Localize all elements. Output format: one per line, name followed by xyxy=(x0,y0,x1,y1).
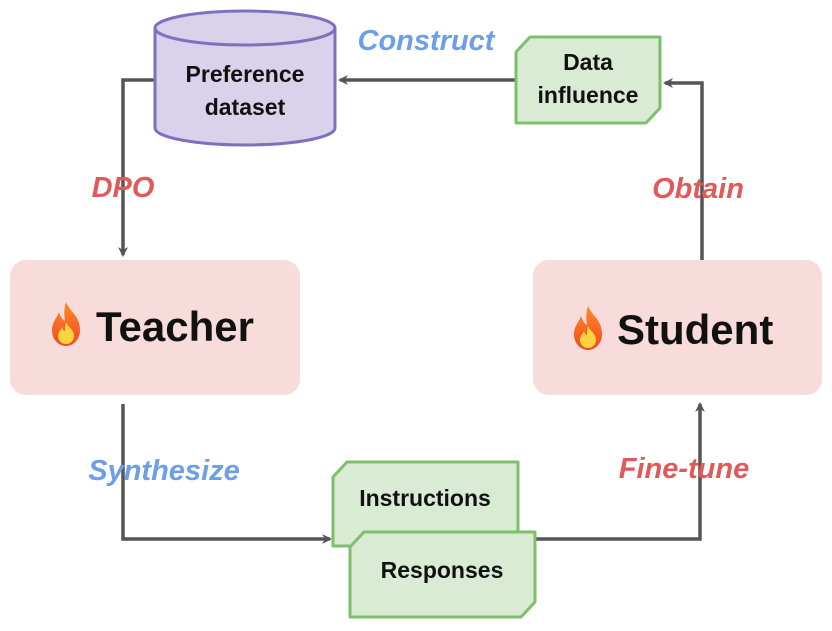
node-teacher: Teacher xyxy=(10,260,300,395)
edge-dpo xyxy=(118,78,161,257)
node-student: Student xyxy=(533,260,822,395)
edge-synthesize xyxy=(121,404,332,544)
teacher-box xyxy=(10,260,300,395)
label-construct: Construct xyxy=(358,25,496,57)
node-preference-dataset: Preference dataset xyxy=(153,9,337,147)
label-synthesize: Synthesize xyxy=(88,455,240,487)
label-dpo: DPO xyxy=(92,172,155,204)
label-fine-tune: Fine-tune xyxy=(619,453,750,485)
student-box xyxy=(533,260,822,395)
node-data-influence: Data influence xyxy=(514,35,662,125)
node-responses: Responses xyxy=(348,530,537,619)
edge-fine-tune xyxy=(535,402,705,541)
preference-dataset-line2: dataset xyxy=(205,94,286,120)
responses-label: Responses xyxy=(381,557,504,583)
data-influence-line1: Data xyxy=(563,49,613,75)
responses-doc-shape xyxy=(348,530,537,619)
student-label: Student xyxy=(617,306,773,353)
instructions-label: Instructions xyxy=(359,485,491,511)
cylinder-top xyxy=(153,9,337,47)
label-obtain: Obtain xyxy=(652,173,744,205)
preference-dataset-line1: Preference xyxy=(186,61,305,87)
edge-obtain xyxy=(663,78,704,260)
edges xyxy=(118,75,705,544)
teacher-label: Teacher xyxy=(96,303,254,350)
cylinder-body xyxy=(153,28,337,147)
data-influence-line2: influence xyxy=(538,82,639,108)
node-instructions: Instructions xyxy=(331,460,520,548)
data-influence-doc-shape xyxy=(514,35,662,125)
